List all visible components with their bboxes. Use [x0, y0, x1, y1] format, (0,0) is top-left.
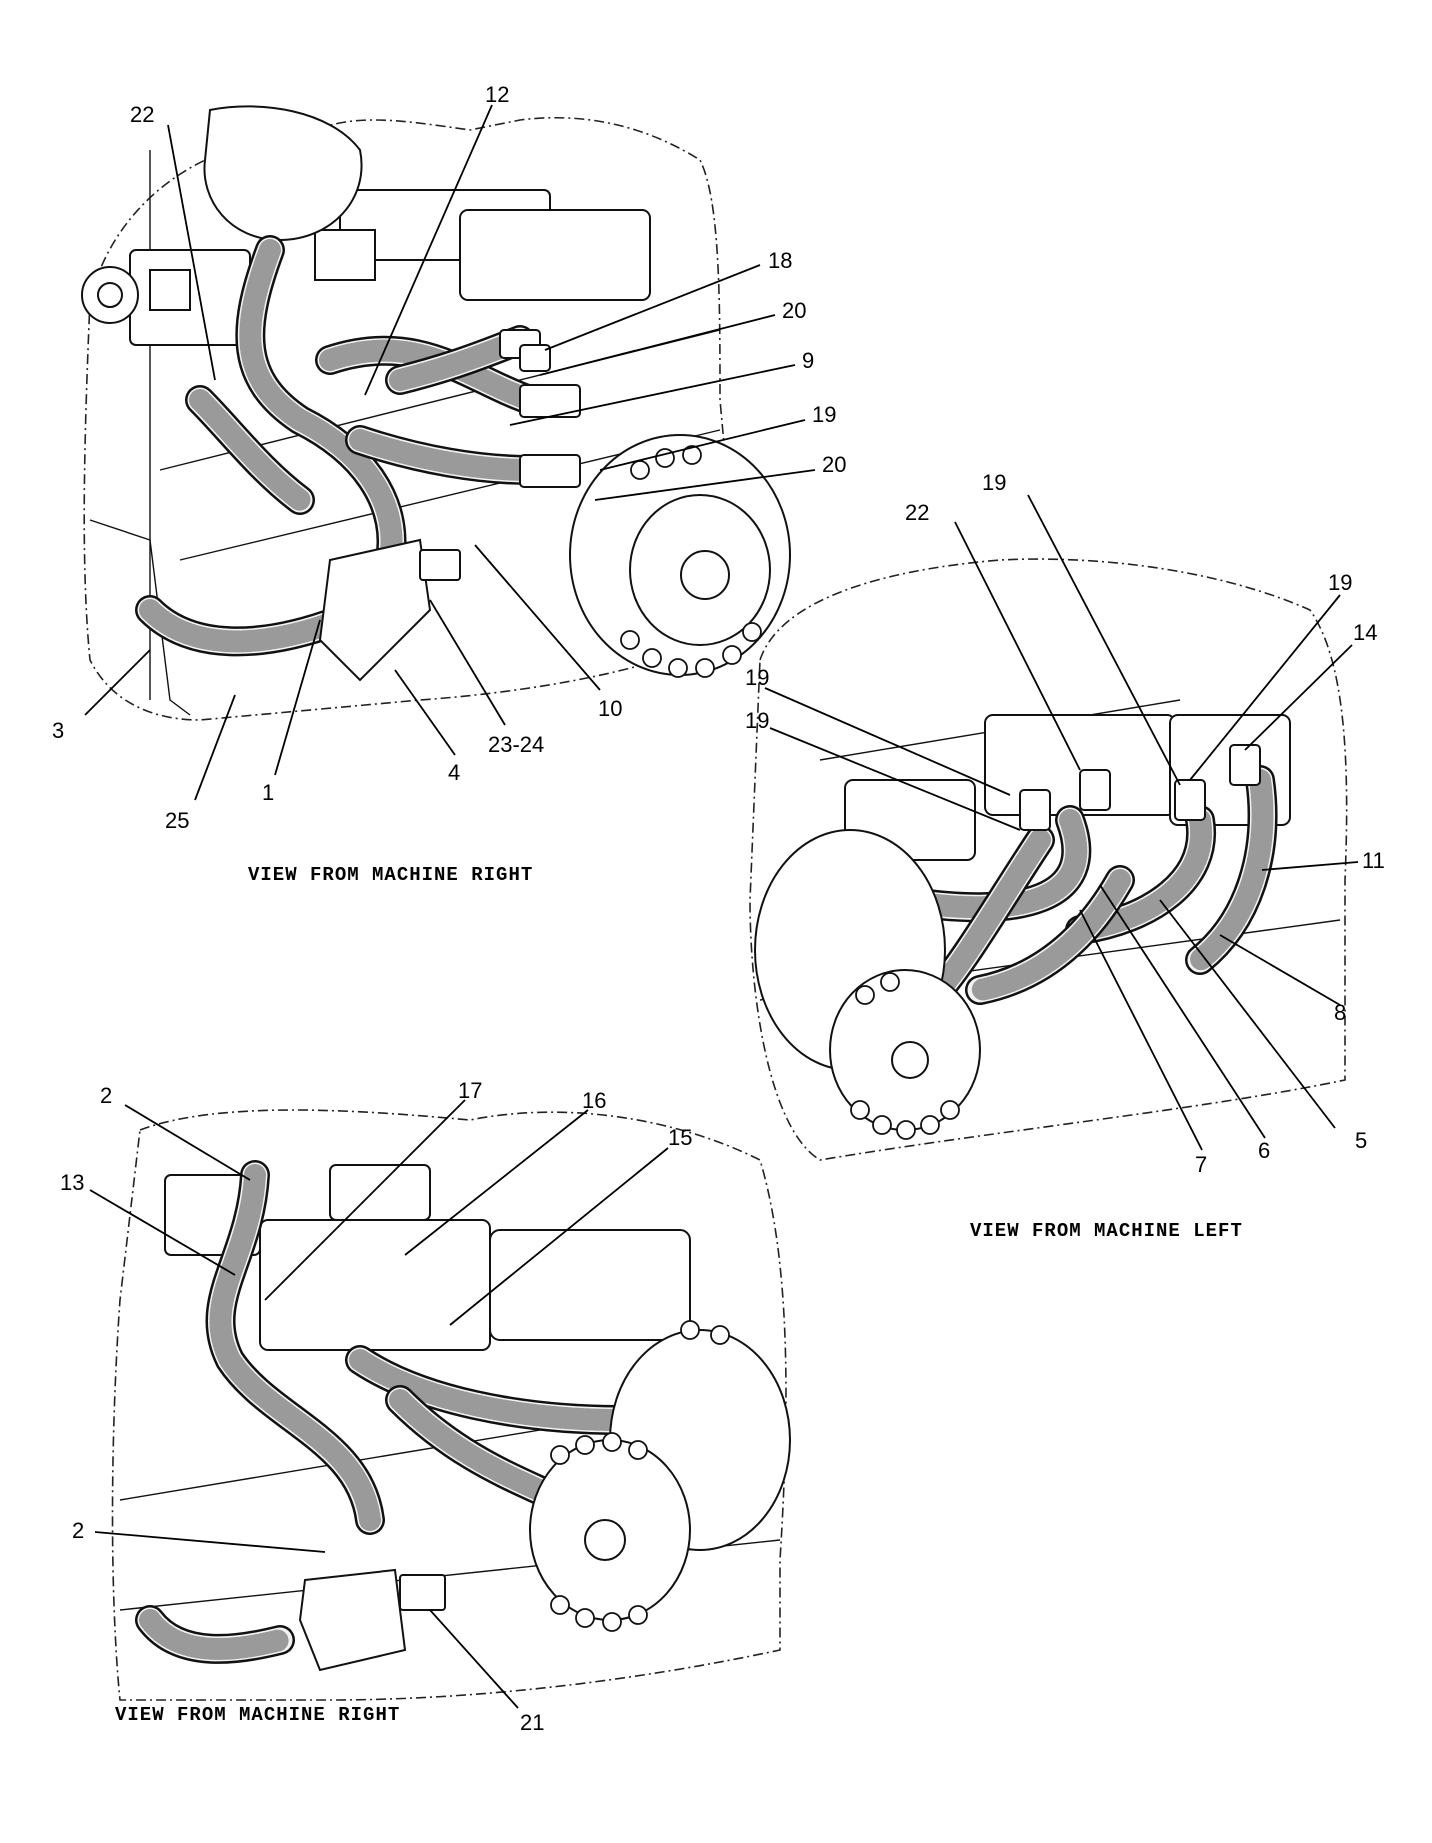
view-top-machine-right: [81, 105, 791, 721]
callout-bottom-16: 16: [582, 1088, 606, 1113]
callout-left-19d: 19: [745, 708, 769, 733]
top-motor-shaft: [680, 550, 730, 600]
callout-left-22: 22: [905, 500, 929, 525]
callout-left-19a: 19: [982, 470, 1006, 495]
view-left-machine-left: [749, 558, 1348, 1161]
callout-bottom-17: 17: [458, 1078, 482, 1103]
top-pulley-hub: [97, 282, 123, 308]
callout-labels: 22 12 18 20 9 19 20 10 23-24 4 1 25 3 19…: [52, 82, 1385, 1735]
callout-bottom-2b: 2: [72, 1518, 84, 1543]
top-pump-plate: [149, 269, 191, 311]
left-fitting-22: [1079, 769, 1111, 811]
callout-bottom-15: 15: [668, 1125, 692, 1150]
top-fitting-19a: [519, 454, 581, 488]
callout-top-9: 9: [802, 348, 814, 373]
left-travel-motor: [754, 829, 981, 1140]
top-pump-motor-housing: [459, 209, 651, 301]
top-manifold-block: [318, 538, 432, 682]
callout-top-18: 18: [768, 248, 792, 273]
left-fitting-19b: [1174, 779, 1206, 821]
left-view-frame-outline: [749, 558, 1348, 1161]
callout-top-19: 19: [812, 402, 836, 427]
bottom-travel-motor: [529, 1320, 791, 1632]
callout-top-23-24: 23-24: [488, 732, 544, 757]
callout-left-8: 8: [1334, 1000, 1346, 1025]
callout-left-14: 14: [1353, 620, 1377, 645]
callout-top-20a: 20: [782, 298, 806, 323]
callout-left-7: 7: [1195, 1152, 1207, 1177]
leader-lines: [84, 104, 1359, 1709]
callout-bottom-13: 13: [60, 1170, 84, 1195]
bottom-manifold-block: [298, 1568, 407, 1672]
callout-top-22: 22: [130, 102, 154, 127]
callout-top-20b: 20: [822, 452, 846, 477]
callout-top-25: 25: [165, 808, 189, 833]
top-travel-motor: [569, 434, 791, 678]
bottom-pump-body: [259, 1219, 491, 1351]
callout-left-5: 5: [1355, 1128, 1367, 1153]
view-bottom-machine-right: [111, 1109, 791, 1701]
callout-left-19c: 19: [745, 665, 769, 690]
view-captions: VIEW FROM MACHINE RIGHT VIEW FROM MACHIN…: [115, 864, 1243, 1726]
top-valve-block: [314, 229, 376, 281]
left-motor-shaft: [891, 1041, 929, 1079]
bottom-fitting-21: [399, 1574, 446, 1611]
top-manifold-fitting: [419, 549, 461, 581]
caption-bottom-view: VIEW FROM MACHINE RIGHT: [115, 1704, 400, 1726]
left-fitting-19a: [1019, 789, 1051, 831]
caption-top-view: VIEW FROM MACHINE RIGHT: [248, 864, 533, 886]
left-fitting-14: [1229, 744, 1261, 786]
callout-top-3: 3: [52, 718, 64, 743]
callout-top-12: 12: [485, 82, 509, 107]
callout-bottom-21: 21: [520, 1710, 544, 1735]
bottom-pump-valve: [329, 1164, 431, 1221]
bottom-pump-motor-housing: [489, 1229, 691, 1341]
callout-left-6: 6: [1258, 1138, 1270, 1163]
top-fitting-20: [519, 344, 551, 372]
callout-left-11: 11: [1362, 848, 1385, 873]
callout-top-4: 4: [448, 760, 460, 785]
callout-top-10: 10: [598, 696, 622, 721]
bottom-motor-shaft: [584, 1519, 626, 1561]
callout-bottom-2a: 2: [100, 1083, 112, 1108]
top-view-frame-outline: [83, 116, 741, 721]
top-reservoir-dome: [203, 105, 363, 242]
callout-left-19b: 19: [1328, 570, 1352, 595]
caption-left-view: VIEW FROM MACHINE LEFT: [970, 1220, 1243, 1242]
callout-top-1: 1: [262, 780, 274, 805]
